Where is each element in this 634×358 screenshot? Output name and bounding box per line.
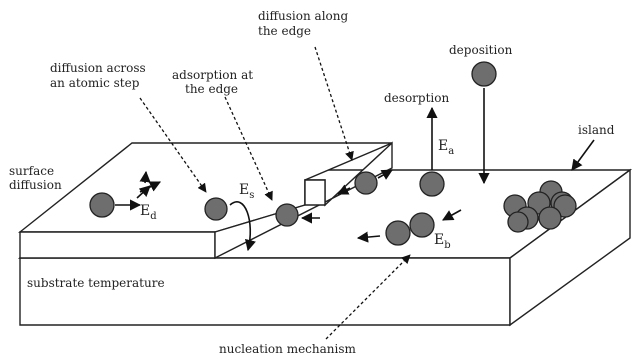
terrace-front-face xyxy=(19,231,216,259)
island-cluster xyxy=(503,180,577,233)
label-surface-diffusion-line1: surface xyxy=(9,164,54,178)
random-walk-arrow-3 xyxy=(139,170,151,184)
label-substrate-temperature: substrate temperature xyxy=(27,276,165,290)
edge-diffusion-arrow xyxy=(336,184,351,195)
label-step-diffusion-line2: an atomic step xyxy=(50,76,140,90)
atom-edge-adsorbed xyxy=(275,203,299,227)
label-surface-diffusion-line2: diffusion xyxy=(9,178,62,192)
label-desorption: desorption xyxy=(384,91,449,105)
energy-eb: Eb xyxy=(434,232,451,251)
atom-desorbing xyxy=(419,171,445,197)
label-island: island xyxy=(578,123,615,137)
atom-deposition xyxy=(471,61,497,87)
label-adsorption-line2: the edge xyxy=(185,82,238,96)
step-notch xyxy=(304,179,326,206)
atom-edge-diffusing xyxy=(354,171,378,195)
substrate-side-face xyxy=(509,168,631,327)
label-edge-diffusion-line2: the edge xyxy=(258,24,311,38)
energy-es: Es xyxy=(239,182,254,201)
island-pointer-arrow xyxy=(571,139,595,171)
random-walk-arrow-2 xyxy=(139,181,162,193)
step-diffusion-leader xyxy=(139,97,207,193)
atom-step xyxy=(204,197,228,221)
energy-ed: Ed xyxy=(140,203,157,222)
label-deposition: deposition xyxy=(449,43,513,57)
dimer-right-arrow xyxy=(442,209,462,221)
label-adsorption-line1: adsorption at xyxy=(172,68,253,82)
edge-diffusion-arrow-2 xyxy=(377,169,393,180)
atom-dimer-1 xyxy=(385,220,411,246)
label-step-diffusion-line1: diffusion across xyxy=(50,61,146,75)
label-nucleation-mechanism: nucleation mechanism xyxy=(219,342,357,356)
step-crossing-arrow xyxy=(229,201,256,252)
substrate-front-face xyxy=(19,257,511,326)
energy-ea: Ea xyxy=(438,138,454,157)
atom-dimer-2 xyxy=(409,212,435,238)
edge-diffusion-leader xyxy=(314,46,354,161)
adsorption-leader xyxy=(224,96,273,201)
atom-surface xyxy=(89,192,115,218)
label-edge-diffusion-line1: diffusion along xyxy=(258,9,348,23)
dimer-left-arrow xyxy=(356,231,381,243)
